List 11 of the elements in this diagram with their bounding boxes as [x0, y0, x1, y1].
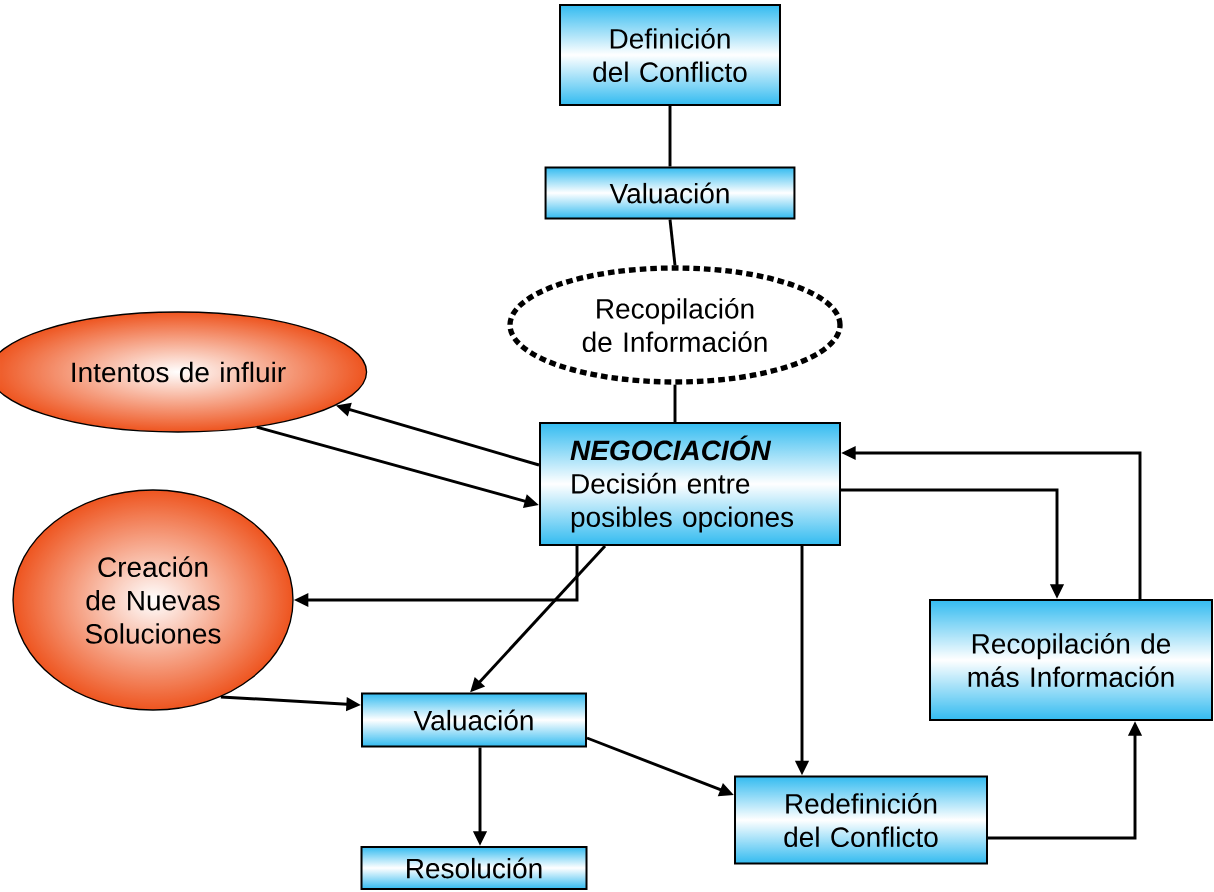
process-box: NEGOCIACIÓN Decisión entre posibles opciones [539, 422, 841, 546]
process-box: Resolución [360, 846, 588, 890]
process-box: Valuación [361, 692, 587, 748]
process-box: Valuación [544, 166, 796, 220]
process-box: Definición del Conflicto [559, 4, 781, 106]
process-box: Recopilación de más Información [929, 599, 1213, 721]
ellipse-node: Creación de Nuevas Soluciones [12, 489, 294, 711]
connector-line [673, 384, 677, 422]
connector-line [668, 106, 672, 167]
process-box: Redefinición del Conflicto [734, 775, 988, 865]
connector-line [668, 219, 677, 266]
